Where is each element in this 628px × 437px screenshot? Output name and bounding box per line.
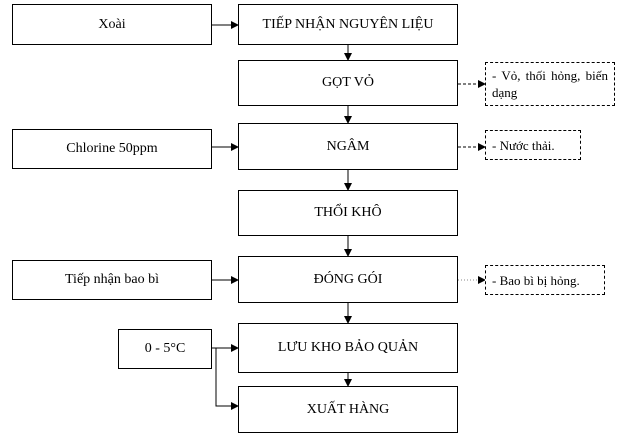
step-dry: THỔI KHÔ [238,190,458,236]
step-ship: XUẤT HÀNG [238,386,458,433]
step-pack: ĐÓNG GÓI [238,256,458,303]
output-peel-waste: - Vỏ, thối hỏng, biến dạng [485,62,615,106]
output-damaged-packaging: - Bao bì bị hỏng. [485,265,605,295]
step-receive: TIẾP NHẬN NGUYÊN LIỆU [238,4,458,45]
output-peel-waste-text: - Vỏ, thối hỏng, biến dạng [492,68,608,100]
step-peel: GỌT VỎ [238,60,458,106]
step-store: LƯU KHO BẢO QUẢN [238,323,458,373]
step-dry-label: THỔI KHÔ [314,205,382,220]
output-damaged-packaging-text: - Bao bì bị hỏng. [492,272,580,288]
input-temperature-label: 0 - 5°C [144,341,186,356]
step-soak: NGÂM [238,123,458,170]
arrow-temp-ship [215,348,239,410]
input-temperature: 0 - 5°C [118,329,212,369]
output-waste-water-text: - Nước thải. [492,137,555,153]
step-ship-label: XUẤT HÀNG [306,401,390,417]
step-store-label: LƯU KHO BẢO QUẢN [277,340,419,355]
step-peel-label: GỌT VỎ [322,75,374,90]
output-waste-water: - Nước thải. [485,130,581,160]
step-soak-label: NGÂM [326,138,370,154]
input-mango-label: Xoài [98,16,126,32]
step-receive-label: TIẾP NHẬN NGUYÊN LIỆU [262,16,434,32]
input-chlorine: Chlorine 50ppm [12,129,212,169]
input-mango: Xoài [12,4,212,45]
step-pack-label: ĐÓNG GÓI [313,271,383,287]
input-packaging-label: Tiếp nhận bao bì [65,272,159,287]
input-chlorine-label: Chlorine 50ppm [66,141,158,156]
input-packaging: Tiếp nhận bao bì [12,260,212,300]
